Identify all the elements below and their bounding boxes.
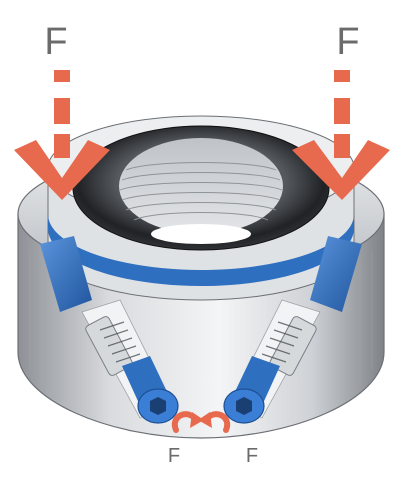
torque-label-right: F	[246, 445, 258, 467]
force-arrow-left	[14, 70, 110, 200]
torque-arrow-left	[171, 411, 204, 433]
right-blue-wedge	[310, 236, 362, 312]
left-blue-wedge	[40, 236, 92, 312]
right-screw	[223, 316, 317, 424]
force-label-top-left: F	[44, 21, 67, 63]
blue-band	[48, 214, 354, 286]
hex-socket-icon	[150, 397, 166, 415]
torque-label-left: F	[168, 445, 180, 467]
torque-arrow-right	[198, 411, 231, 433]
left-screw	[85, 316, 179, 424]
force-arrow-right	[292, 70, 390, 200]
threaded-bore	[119, 138, 283, 244]
hex-socket-icon	[236, 397, 252, 415]
force-label-top-right: F	[336, 21, 359, 63]
